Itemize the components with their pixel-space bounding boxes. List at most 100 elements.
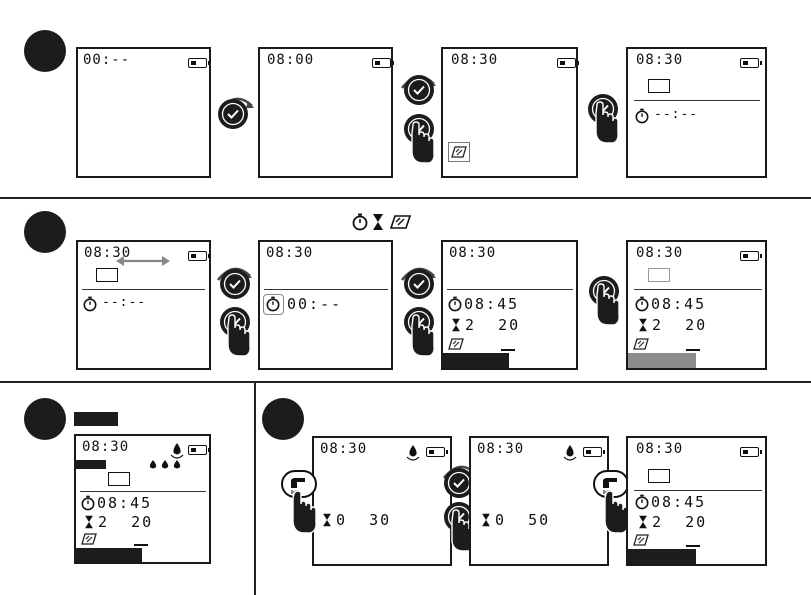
- hourglass-icon: [372, 213, 384, 231]
- duration-value: 2 20: [465, 316, 520, 334]
- clock-time: 08:30: [636, 52, 683, 68]
- step-badge-4: [262, 398, 304, 440]
- stopwatch-icon: [83, 296, 97, 312]
- tap-icon[interactable]: [281, 470, 319, 536]
- program-card-button[interactable]: [448, 142, 470, 162]
- hourglass-icon: [638, 515, 648, 529]
- step4-screen-2: 08:30 0 50: [469, 436, 609, 566]
- battery-icon: [372, 58, 391, 68]
- program-slot-box: [648, 79, 670, 93]
- step1-screen-2: 08:00: [258, 47, 393, 178]
- progress-bar: [76, 548, 142, 562]
- check-icon[interactable]: [217, 98, 249, 130]
- hand-press-icon[interactable]: [403, 306, 437, 358]
- step1-screen-4: 08:30 --:--: [626, 47, 767, 178]
- check-icon[interactable]: [403, 268, 435, 300]
- hourglass-icon: [322, 513, 332, 527]
- program-card-icon: [633, 534, 649, 546]
- day-indicator: [686, 545, 700, 547]
- clock-time: 00:--: [83, 52, 130, 68]
- hand-press-icon[interactable]: [587, 93, 621, 145]
- battery-icon: [557, 58, 576, 68]
- stopwatch-icon: [448, 296, 462, 312]
- stopwatch-icon: [635, 108, 649, 124]
- label-bar: [74, 412, 118, 426]
- clock-time: 08:30: [636, 441, 683, 457]
- stopwatch-icon: [81, 495, 95, 511]
- step-badge-1: [24, 30, 66, 72]
- duration-value: 2 20: [652, 316, 707, 334]
- screen-divider: [80, 491, 206, 492]
- program-slot-box: [96, 268, 118, 282]
- step2-screen-3: 08:30 08:45 2 20: [441, 240, 578, 370]
- drop-icon: [563, 444, 577, 462]
- label-bar: [76, 460, 106, 469]
- duration-value: 2 20: [98, 513, 153, 531]
- stopwatch-icon: [266, 296, 280, 312]
- day-indicator: [501, 349, 515, 351]
- battery-icon: [740, 447, 759, 457]
- battery-icon: [583, 447, 602, 457]
- step4-screen-1: 08:30 0 30: [312, 436, 452, 566]
- duration-value: 0 30: [336, 511, 391, 529]
- clock-time: 08:30: [266, 245, 313, 261]
- stopwatch-icon: [635, 296, 649, 312]
- stopwatch-icon: [352, 213, 368, 231]
- duration-value: 2 20: [652, 513, 707, 531]
- hand-press-icon[interactable]: [403, 113, 437, 165]
- step-badge-3: [24, 398, 66, 440]
- section-divider-vertical: [254, 382, 256, 595]
- hourglass-icon: [638, 318, 648, 332]
- drop-icon: [406, 444, 420, 462]
- drop-icon: [148, 460, 182, 470]
- stopwatch-icon: [635, 494, 649, 510]
- screen-divider: [634, 289, 762, 290]
- clock-time: 08:30: [449, 245, 496, 261]
- stopwatch-button[interactable]: [263, 294, 284, 315]
- section-divider-2: [0, 381, 811, 383]
- battery-icon: [188, 251, 207, 261]
- progress-bar: [628, 353, 696, 368]
- program-card-icon: [390, 214, 412, 230]
- section-divider-1: [0, 197, 811, 199]
- clock-time: 08:30: [477, 441, 524, 457]
- program-card-icon: [448, 338, 464, 350]
- drop-icon: [170, 442, 184, 460]
- timer-value: 00:--: [287, 295, 342, 313]
- step2-screen-2: 08:30 00:--: [258, 240, 393, 370]
- clock-time: 08:30: [636, 245, 683, 261]
- hand-press-icon[interactable]: [588, 275, 622, 327]
- hourglass-icon: [481, 513, 491, 527]
- screen-divider: [634, 490, 762, 491]
- step1-screen-1: 00:--: [76, 47, 211, 178]
- program-slot-box: [648, 268, 670, 282]
- step2-screen-1: 08:30 --:--: [76, 240, 211, 370]
- clock-time: 08:30: [320, 441, 367, 457]
- clock-time: 08:00: [267, 52, 314, 68]
- progress-bar: [443, 353, 509, 368]
- screen-divider: [82, 289, 205, 290]
- timer-value: --:--: [102, 295, 146, 310]
- program-card-icon: [81, 533, 97, 545]
- check-icon[interactable]: [403, 74, 435, 106]
- program-slot-box: [648, 469, 670, 483]
- check-icon[interactable]: [219, 268, 251, 300]
- step1-screen-3: 08:30: [441, 47, 578, 178]
- program-slot-box: [108, 472, 130, 486]
- start-time: 08:45: [464, 295, 519, 313]
- screen-divider: [447, 289, 573, 290]
- timer-value: --:--: [654, 107, 698, 122]
- battery-icon: [740, 251, 759, 261]
- hourglass-icon: [84, 515, 94, 529]
- clock-time: 08:30: [82, 439, 129, 455]
- screen-divider: [264, 289, 388, 290]
- day-indicator: [134, 544, 148, 546]
- hourglass-icon: [451, 318, 461, 332]
- clock-time: 08:30: [451, 52, 498, 68]
- start-time: 08:45: [97, 494, 152, 512]
- battery-icon: [188, 445, 207, 455]
- screen-divider: [634, 100, 760, 101]
- hand-press-icon[interactable]: [219, 306, 253, 358]
- battery-icon: [426, 447, 445, 457]
- battery-icon: [740, 58, 759, 68]
